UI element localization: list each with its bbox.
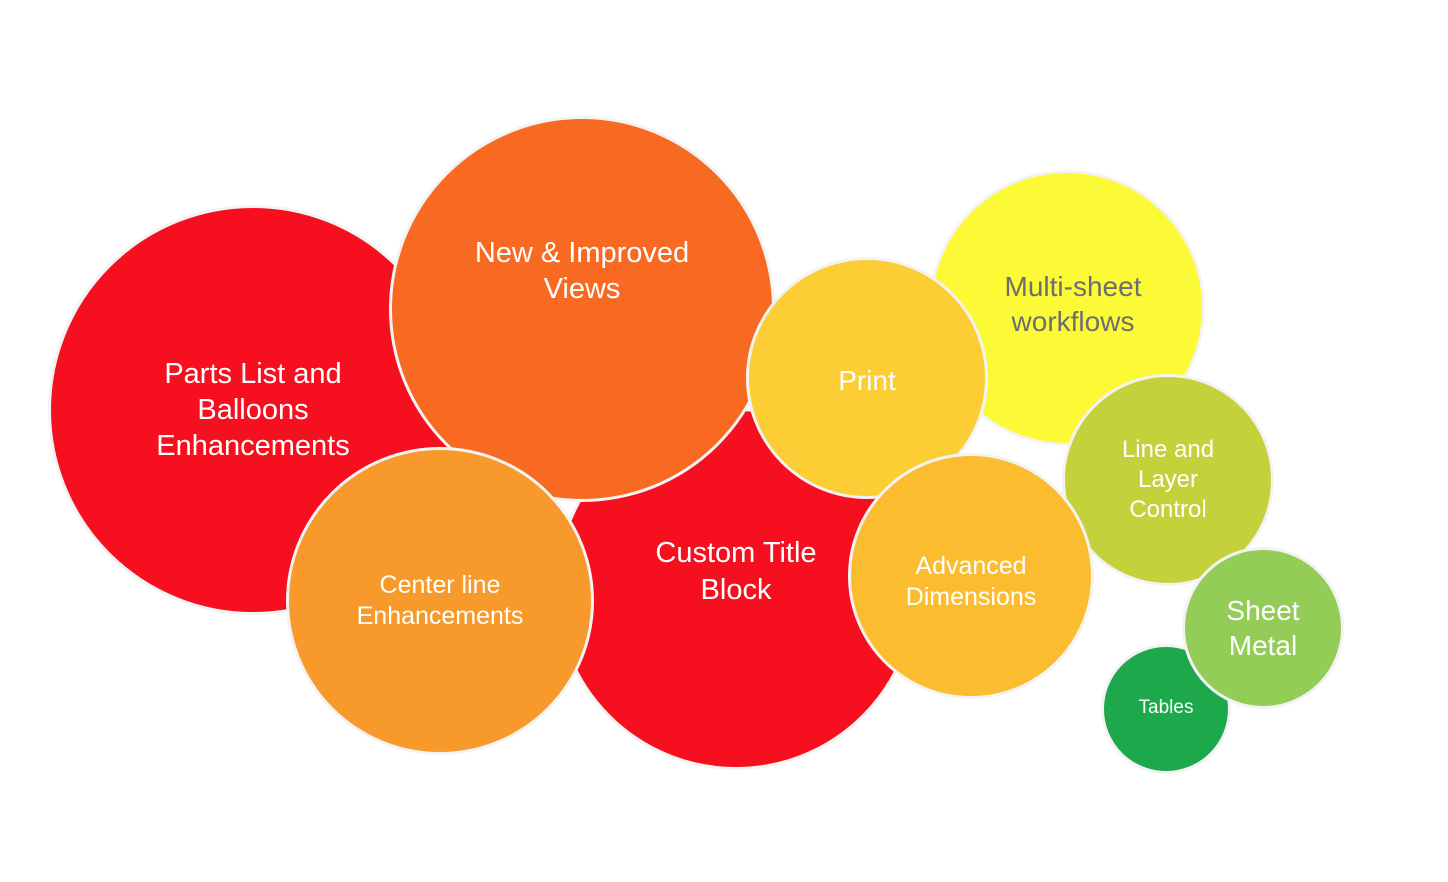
bubble-sheet-metal: Sheet Metal [1182, 547, 1344, 709]
bubble-label: Print [838, 364, 896, 396]
bubble-label: Parts List and Balloons Enhancements [156, 357, 350, 463]
bubble-label: Custom Title Block [655, 537, 817, 606]
bubble-parts-list: Parts List and Balloons Enhancements [48, 205, 458, 615]
bubble-new-improved-views: New & Improved Views [389, 116, 775, 502]
bubble-label: Advanced Dimensions [905, 551, 1037, 611]
bubble-label: New & Improved Views [474, 236, 690, 305]
bubble-center-line-enhancements: Center line Enhancements [286, 447, 594, 755]
bubble-label: Line and Layer Control [1121, 436, 1215, 523]
bubble-label: Tables [1138, 697, 1194, 719]
bubble-label: Sheet Metal [1226, 595, 1300, 661]
bubble-line-and-layer-control: Line and Layer Control [1062, 374, 1274, 586]
bubble-advanced-dimensions: Advanced Dimensions [848, 453, 1094, 699]
bubble-label: Center line Enhancements [356, 570, 524, 630]
bubble-label: Multi-sheet workflows [1004, 271, 1142, 337]
